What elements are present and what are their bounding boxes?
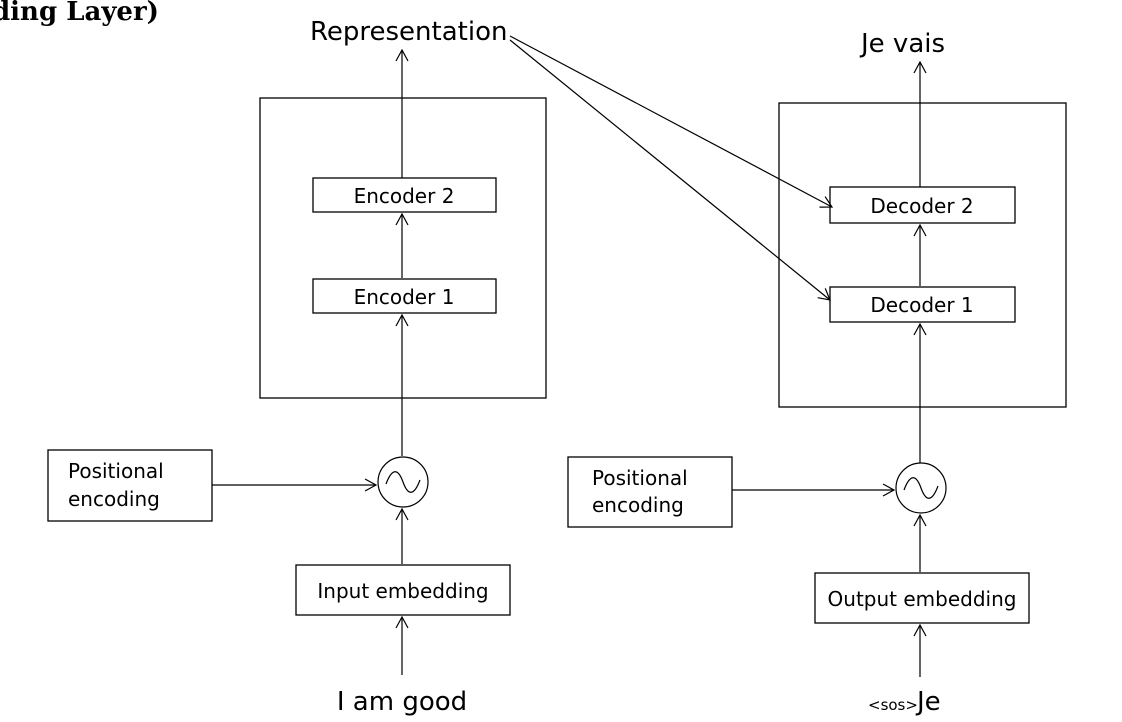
- encoder-1-label: Encoder 1: [354, 285, 455, 309]
- output-words: Je vais: [859, 29, 945, 59]
- decoder-input-word: Je: [915, 687, 941, 717]
- sos-token: <sos>: [868, 696, 918, 714]
- input-words: I am good: [337, 687, 467, 717]
- sine-wave-add-icon: [377, 456, 429, 508]
- output-embedding-box: [814, 572, 1030, 624]
- decoder-1-box: [829, 286, 1016, 323]
- dec-positional-line2: encoding: [592, 493, 684, 517]
- enc-positional-line2: encoding: [68, 487, 160, 511]
- decoder-stack-box: [778, 102, 1067, 408]
- decoder-1-label: Decoder 1: [870, 293, 973, 317]
- encoder-2-label: Encoder 2: [354, 184, 455, 208]
- representation-to-decoder1-arrow: [509, 39, 831, 301]
- dec-positional-line1: Positional: [592, 466, 688, 490]
- header-fragment: ding Layer): [0, 0, 159, 27]
- input-embedding-label: Input embedding: [317, 579, 488, 603]
- encoder-stack-box: [259, 97, 547, 399]
- representation-to-decoder2-arrow: [509, 35, 834, 208]
- decoder-2-label: Decoder 2: [870, 194, 973, 218]
- sine-wave-add-icon: [895, 462, 947, 514]
- enc-positional-line1: Positional: [68, 459, 164, 483]
- output-embedding-label: Output embedding: [828, 587, 1017, 611]
- encoder-2-box: [312, 177, 497, 213]
- input-embedding-box: [295, 564, 511, 616]
- dec-positional-encoding-box: [567, 456, 733, 528]
- encoder-1-box: [312, 278, 497, 314]
- representation-label: Representation: [310, 17, 507, 47]
